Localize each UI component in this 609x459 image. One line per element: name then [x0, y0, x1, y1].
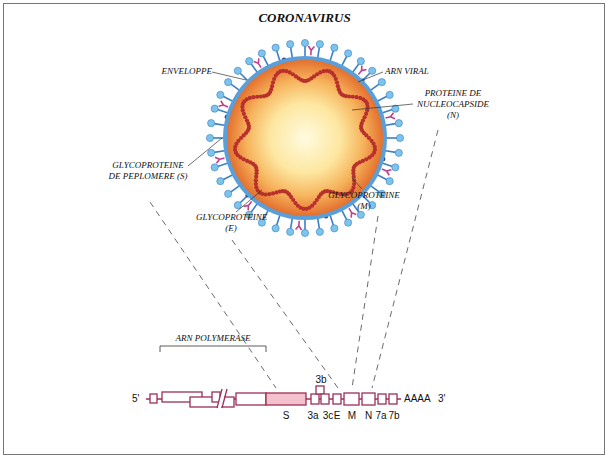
spike-head: [208, 149, 215, 156]
rna-bead: [271, 191, 275, 195]
spike-head: [208, 120, 215, 127]
m-protein: [358, 66, 366, 75]
spike-head: [234, 67, 241, 74]
spike-head: [316, 41, 323, 48]
spike-head: [331, 44, 338, 51]
rna-bead: [351, 95, 355, 99]
callout-label: ARN VIRAL: [385, 66, 445, 77]
m-protein: [296, 221, 302, 230]
spike-head: [246, 58, 253, 65]
rna-bead: [255, 95, 259, 99]
rna-bead: [354, 95, 358, 99]
spike-head: [395, 149, 402, 156]
rna-bead: [254, 182, 258, 186]
spike-head: [225, 190, 232, 197]
spike-head: [301, 39, 308, 46]
rna-bead: [334, 77, 338, 81]
rna-bead: [364, 133, 368, 137]
spike-head: [217, 178, 224, 185]
gene-label: 3': [438, 393, 454, 404]
gene-label: 7a: [374, 410, 388, 421]
m-protein: [382, 169, 391, 175]
rna-bead: [251, 95, 255, 99]
dashed-leaders: [150, 130, 438, 388]
rna-coil: [233, 69, 377, 211]
m-protein: [215, 157, 224, 163]
gene-label: 3a: [305, 410, 321, 421]
spikes: [206, 39, 403, 236]
spike-head: [396, 134, 403, 141]
spike-head: [225, 79, 232, 86]
rna-bead: [274, 190, 278, 194]
gene-label: S: [279, 410, 293, 421]
spike-head: [345, 219, 352, 226]
spike-head: [331, 225, 338, 232]
spike-head: [272, 225, 279, 232]
gene-label: N: [362, 410, 375, 421]
m-protein: [386, 113, 395, 119]
spike-head: [301, 229, 308, 236]
m-protein: [308, 46, 314, 55]
m-protein: [219, 101, 228, 107]
rna-bead: [254, 178, 258, 182]
gene-label: 3c: [320, 410, 336, 421]
bracket: [160, 346, 266, 352]
callout-label: PROTEINE DE NUCLEOCAPSIDE (N): [413, 88, 493, 121]
rna-bead: [347, 94, 351, 98]
m-protein: [349, 208, 356, 217]
rna-bead: [271, 80, 275, 84]
leader-lines: [188, 72, 413, 212]
spike-head: [217, 91, 224, 98]
rna-bead: [267, 192, 271, 196]
spike-head: [392, 164, 399, 171]
gene-label: M: [345, 410, 359, 421]
spike-head: [206, 134, 213, 141]
spike-head: [378, 79, 385, 86]
spike-head: [395, 120, 402, 127]
callout-label: GLYCOPROTEINE (M): [328, 190, 400, 212]
spike-head: [287, 41, 294, 48]
gene-label: 3b: [313, 374, 329, 385]
rna-bead: [270, 84, 274, 88]
spike-head: [357, 58, 364, 65]
gene-label: E: [331, 410, 343, 421]
spike-head: [258, 50, 265, 57]
m-protein: [254, 58, 261, 67]
gene-label: 5': [132, 393, 146, 404]
spike-head: [316, 228, 323, 235]
gene-label: 7b: [387, 410, 401, 421]
spike-head: [386, 91, 393, 98]
spike-head: [357, 211, 364, 218]
spike-head: [287, 228, 294, 235]
callout-label: ARN POLYMERASE: [160, 333, 266, 344]
rna-bead: [248, 96, 252, 100]
callout-label: GLYCOPROTEINE (E): [196, 212, 266, 234]
callout-label: GLYCOPROTEINE DE PEPLOMERE (S): [108, 160, 188, 182]
frame: [4, 4, 605, 455]
callout-label: ENVELOPPE: [150, 66, 212, 77]
rna-bead: [335, 80, 339, 84]
spike-head: [234, 202, 241, 209]
title: CORONAVIRUS: [0, 10, 609, 26]
spike-head: [386, 178, 393, 185]
spike-head: [345, 50, 352, 57]
spike-head: [369, 67, 376, 74]
m-protein: [244, 202, 252, 211]
spike-head: [272, 44, 279, 51]
spike-head: [211, 164, 218, 171]
gene-label: AAAA: [404, 393, 436, 404]
spike-head: [211, 105, 218, 112]
genome: [146, 386, 401, 408]
